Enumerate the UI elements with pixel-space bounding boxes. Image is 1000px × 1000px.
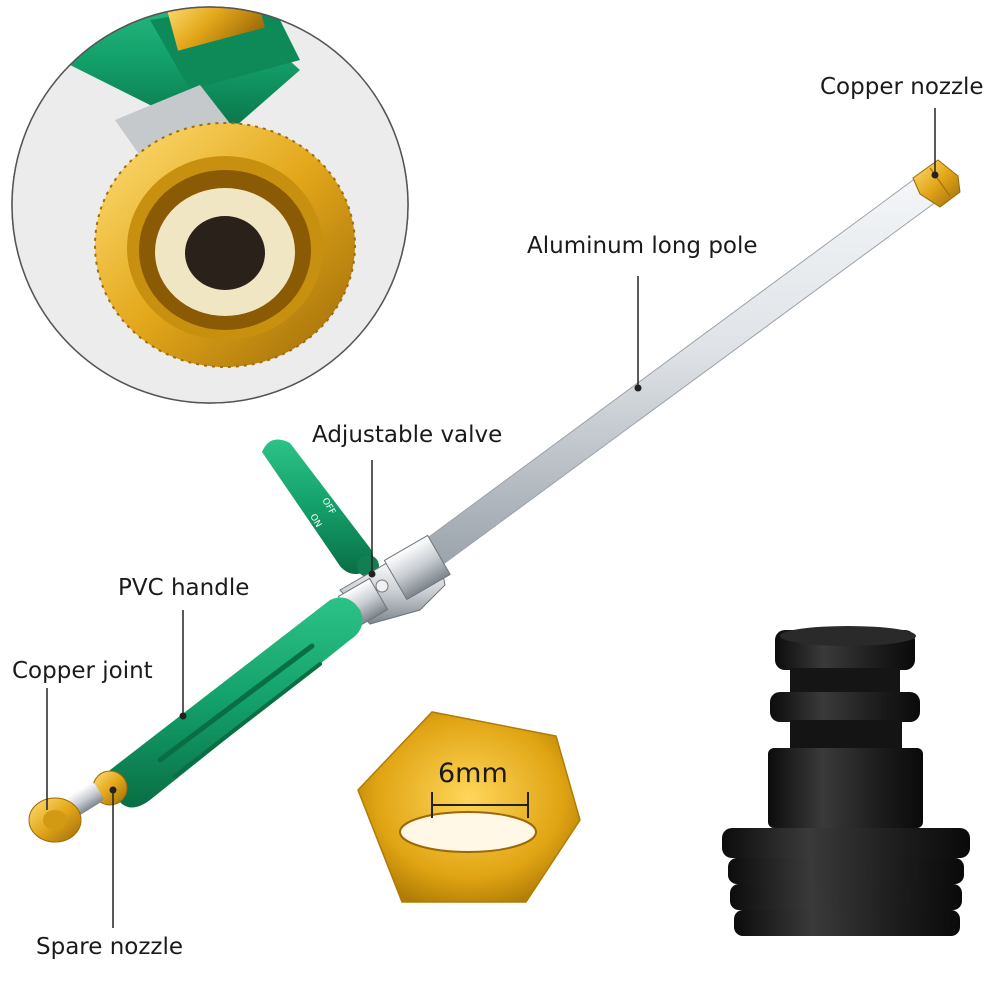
aluminum-pole — [417, 171, 945, 569]
label-copper-joint: Copper joint — [12, 658, 153, 684]
label-nozzle-size: 6mm — [438, 758, 508, 789]
leader-dots — [109, 171, 939, 794]
label-aluminum-pole: Aluminum long pole — [527, 233, 758, 259]
closeup-inset — [11, 6, 409, 404]
leader-lines — [46, 108, 936, 928]
valve-assembly — [262, 439, 451, 629]
copper-nozzle — [912, 159, 961, 208]
pvc-handle — [108, 597, 363, 808]
gold-nut-closeup — [94, 122, 356, 368]
hex-nozzle-closeup — [357, 711, 581, 903]
label-adjustable-valve: Adjustable valve — [312, 422, 503, 448]
label-pvc-handle: PVC handle — [118, 575, 250, 601]
label-spare-nozzle: Spare nozzle — [36, 934, 184, 960]
copper-joint — [28, 782, 104, 843]
quick-connector — [722, 626, 970, 936]
label-copper-nozzle: Copper nozzle — [820, 74, 984, 100]
